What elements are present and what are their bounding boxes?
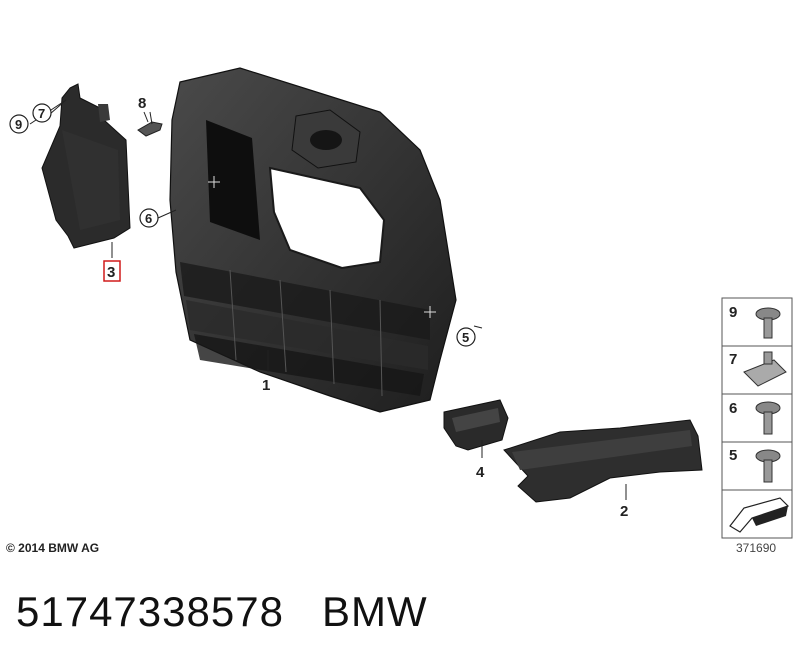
part-number-line: 51747338578 BMW <box>16 588 428 636</box>
exploded-parts-diagram: 1 2 3 4 5 6 7 8 9 9 7 6 <box>9 67 793 539</box>
legend-arrow-icon <box>729 497 790 533</box>
callout-2: 2 <box>620 503 628 520</box>
legend-row-9[interactable]: 9 <box>729 304 781 339</box>
legend-label-5: 5 <box>729 447 737 464</box>
callout-7: 7 <box>38 106 45 121</box>
part-4-duct-piece[interactable] <box>443 399 509 451</box>
legend-label-9: 9 <box>729 304 737 321</box>
legend-label-6: 6 <box>729 400 737 417</box>
part-2-air-guide[interactable] <box>503 419 703 503</box>
callout-6: 6 <box>145 211 152 226</box>
part-3-air-duct[interactable] <box>41 83 131 249</box>
legend-row-5[interactable]: 5 <box>729 447 781 483</box>
callout-5: 5 <box>462 330 469 345</box>
callout-7-circle: 7 <box>32 103 52 123</box>
callout-9: 9 <box>15 117 22 132</box>
part-8-bracket[interactable] <box>137 111 163 137</box>
diagram-number: 371690 <box>736 541 777 555</box>
callout-3[interactable]: 3 <box>107 264 115 281</box>
callout-5-circle: 5 <box>456 327 476 347</box>
callout-9-circle: 9 <box>9 114 29 134</box>
legend-row-6[interactable]: 6 <box>729 400 781 435</box>
part-1-carrier-frame[interactable] <box>169 67 457 413</box>
copyright-notice: © 2014 BMW AG <box>6 541 100 555</box>
brand-name: BMW <box>321 588 428 635</box>
part-number: 51747338578 <box>16 588 284 635</box>
callout-1: 1 <box>262 377 270 394</box>
callout-6-circle: 6 <box>139 208 159 228</box>
callout-8: 8 <box>138 95 146 112</box>
legend-label-7: 7 <box>729 351 737 368</box>
callout-4: 4 <box>476 464 485 481</box>
legend-row-7[interactable]: 7 <box>729 351 787 387</box>
callout-3-highlight-box <box>103 260 121 282</box>
fastener-legend: 9 7 6 5 <box>721 297 793 539</box>
